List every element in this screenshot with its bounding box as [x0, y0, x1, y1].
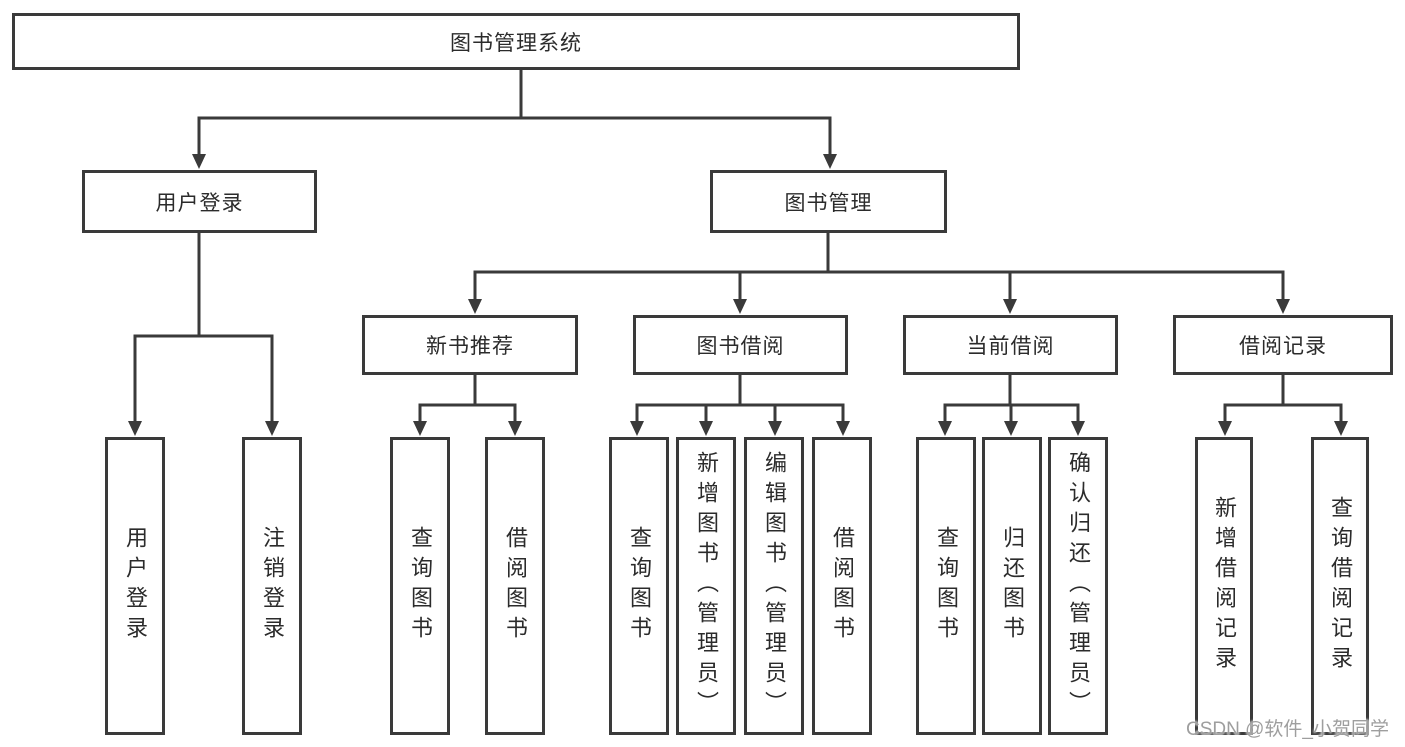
leaf-logout: 注销登录 [242, 437, 302, 735]
leaf-query-books-current-label: 查询图书 [934, 526, 959, 646]
leaf-confirm-return-admin-label: 确认归还（管理员） [1066, 451, 1091, 721]
leaf-user-login-label: 用户登录 [123, 526, 148, 646]
node-current-borrow-label: 当前借阅 [966, 335, 1055, 358]
leaf-query-books-borrow: 查询图书 [609, 437, 669, 735]
node-new-book-recommend-label: 新书推荐 [426, 335, 514, 358]
csdn-watermark: CSDN @软件_小贺同学 [1186, 719, 1389, 740]
node-user-login: 用户登录 [82, 170, 317, 233]
leaf-query-books-current: 查询图书 [916, 437, 976, 735]
leaf-logout-label: 注销登录 [260, 526, 285, 646]
leaf-query-books-recommend-label: 查询图书 [408, 526, 433, 646]
leaf-add-borrow-record: 新增借阅记录 [1195, 437, 1253, 735]
leaf-query-borrow-record: 查询借阅记录 [1311, 437, 1369, 735]
leaf-return-books-label: 归还图书 [1000, 526, 1025, 646]
leaf-confirm-return-admin: 确认归还（管理员） [1048, 437, 1108, 735]
node-book-management-label: 图书管理 [784, 191, 873, 215]
leaf-user-login: 用户登录 [105, 437, 165, 735]
node-borrow-records: 借阅记录 [1173, 315, 1393, 375]
node-new-book-recommend: 新书推荐 [362, 315, 578, 375]
leaf-return-books: 归还图书 [982, 437, 1042, 735]
node-current-borrow: 当前借阅 [903, 315, 1118, 375]
leaf-borrow-books-recommend-label: 借阅图书 [503, 526, 528, 646]
node-user-login-label: 用户登录 [155, 191, 244, 215]
leaf-query-borrow-record-label: 查询借阅记录 [1328, 496, 1353, 676]
node-root: 图书管理系统 [12, 13, 1020, 70]
leaf-add-borrow-record-label: 新增借阅记录 [1212, 496, 1237, 676]
node-root-label: 图书管理系统 [450, 31, 582, 55]
leaf-edit-books-admin-label: 编辑图书（管理员） [762, 451, 787, 721]
node-borrow-records-label: 借阅记录 [1239, 335, 1327, 358]
node-book-borrow-label: 图书借阅 [696, 335, 785, 358]
leaf-add-books-admin: 新增图书（管理员） [676, 437, 736, 735]
leaf-borrow-books-label: 借阅图书 [830, 526, 855, 646]
leaf-borrow-books: 借阅图书 [812, 437, 872, 735]
leaf-edit-books-admin: 编辑图书（管理员） [744, 437, 804, 735]
leaf-add-books-admin-label: 新增图书（管理员） [694, 451, 719, 721]
node-book-management: 图书管理 [710, 170, 947, 233]
leaf-borrow-books-recommend: 借阅图书 [485, 437, 545, 735]
node-book-borrow: 图书借阅 [633, 315, 848, 375]
leaf-query-books-borrow-label: 查询图书 [627, 526, 652, 646]
leaf-query-books-recommend: 查询图书 [390, 437, 450, 735]
